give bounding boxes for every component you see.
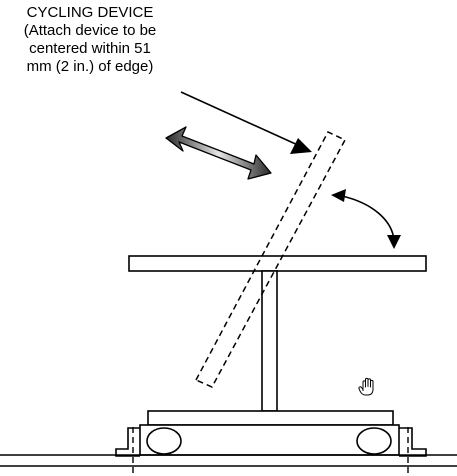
label-title: CYCLING DEVICE xyxy=(26,4,154,21)
right-bracket xyxy=(399,427,427,457)
hand-cursor-icon xyxy=(358,377,374,396)
support-post xyxy=(261,270,278,412)
table-top xyxy=(128,255,427,272)
translation-double-arrow-icon xyxy=(165,126,272,180)
left-bracket xyxy=(115,427,140,457)
leader-arrow xyxy=(180,91,312,154)
right-wheel xyxy=(356,427,392,455)
left-wheel xyxy=(146,427,182,455)
rotation-arrow-icon xyxy=(331,189,401,249)
base-plate xyxy=(147,410,394,426)
label-line-2: centered within 51 xyxy=(29,40,151,57)
cycling-device-label: CYCLING DEVICE (Attach device to be cent… xyxy=(0,4,180,76)
label-line-1: (Attach device to be xyxy=(23,22,157,39)
label-line-3: mm (2 in.) of edge) xyxy=(26,58,154,75)
